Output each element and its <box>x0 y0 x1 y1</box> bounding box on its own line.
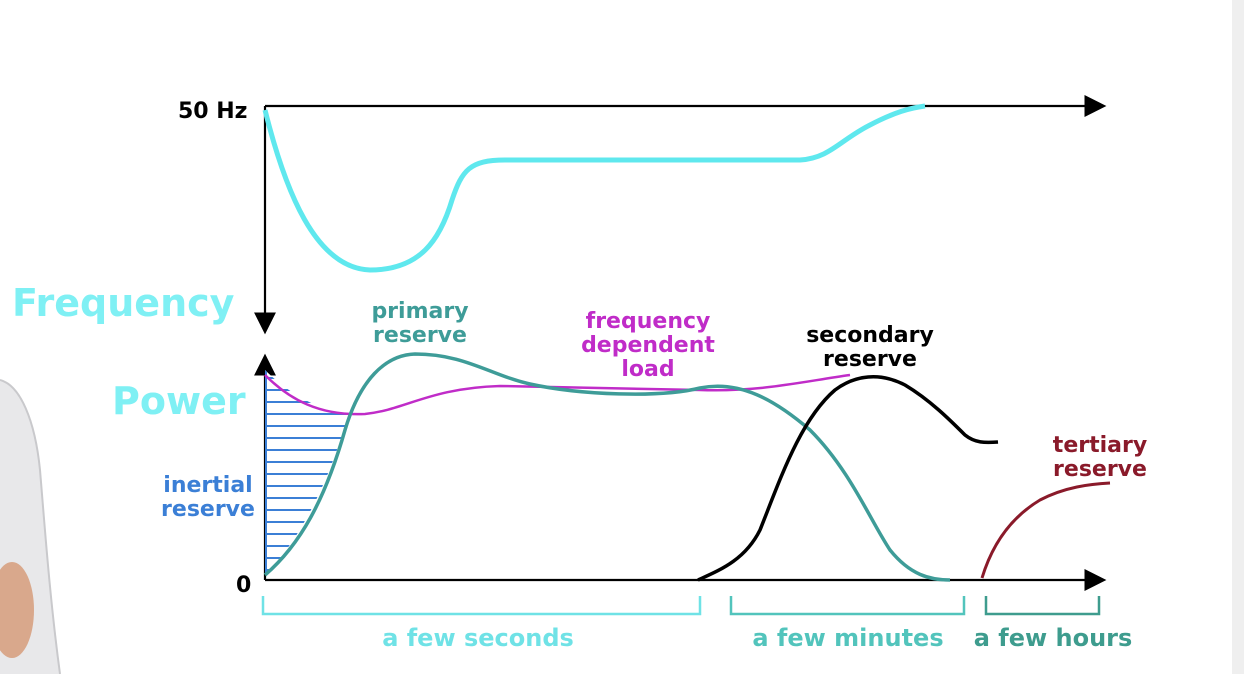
primary-reserve-label-line2: reserve <box>373 323 467 348</box>
load-label-line1: frequency <box>586 309 711 334</box>
minutes-span-label: a few minutes <box>752 624 943 652</box>
right-edge-bar <box>1232 0 1244 674</box>
power-zero-label: 0 <box>236 573 251 598</box>
hours-span-label: a few hours <box>974 624 1133 652</box>
seconds-span-bracket <box>261 596 702 616</box>
load-label-line3: load <box>621 357 674 382</box>
power-axis-title: Power <box>112 379 246 423</box>
inertial-reserve-label-line1: inertial <box>163 473 252 498</box>
hours-span-bracket <box>984 596 1101 616</box>
frequency-axis-title: Frequency <box>12 281 235 325</box>
secondary-reserve-curve <box>697 375 999 582</box>
primary-reserve-label-line1: primary <box>371 299 468 324</box>
inertial-reserve-hatch <box>265 370 348 575</box>
minutes-span-bracket <box>729 596 966 616</box>
frequency-dependent-load-curve <box>264 373 851 416</box>
frequency-curve <box>262 103 926 273</box>
secondary-reserve-label-line2: reserve <box>823 347 917 372</box>
secondary-reserve-label-line1: secondary <box>806 323 934 348</box>
inertial-reserve-label-line2: reserve <box>161 497 255 522</box>
tertiary-reserve-label-line2: reserve <box>1053 457 1147 482</box>
primary-reserve-curve <box>263 352 951 582</box>
seconds-span-label: a few seconds <box>382 624 574 652</box>
frequency-top-label: 50 Hz <box>178 99 248 124</box>
load-label-line2: dependent <box>581 333 715 358</box>
tertiary-reserve-label-line1: tertiary <box>1053 433 1147 458</box>
tertiary-reserve-curve <box>980 481 1111 579</box>
presenter-image <box>0 379 61 674</box>
